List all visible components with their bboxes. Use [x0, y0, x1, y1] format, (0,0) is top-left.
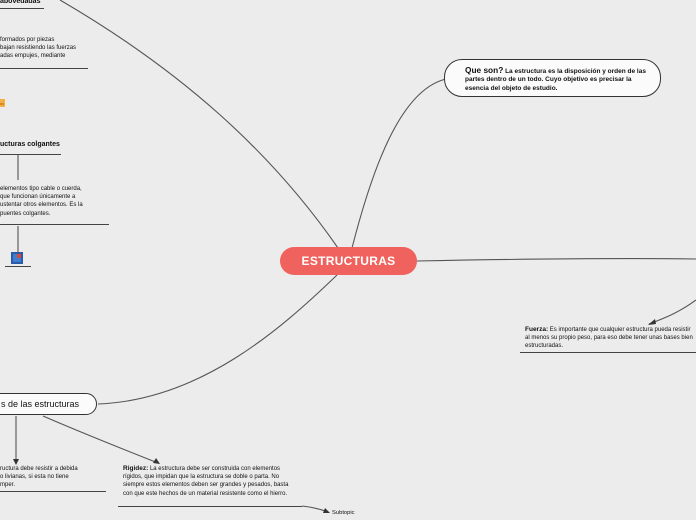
abovedadas-line: adas empujes, mediante [0, 53, 66, 60]
connector-right [416, 258, 696, 262]
colgantes-heading[interactable]: ucturas colgantes [0, 141, 60, 148]
connector-que-son [351, 78, 447, 249]
fuerza-text: Es importante que cualquier estructura p… [525, 327, 693, 350]
resistencia-underline [0, 491, 106, 492]
connector-caracteristicas [97, 274, 338, 405]
central-topic[interactable]: ESTRUCTURAS [280, 247, 417, 275]
abovedadas-text[interactable]: formados por piezas bajan resistiendo la… [0, 36, 95, 61]
fuerza-node[interactable]: Fuerza: Es importante que cualquier estr… [525, 326, 695, 351]
abovedadas-heading[interactable]: abovedadas [0, 0, 41, 5]
rigidez-lead: Rigidez: [123, 465, 149, 472]
caracteristicas-node[interactable]: s de las estructuras [0, 393, 97, 415]
abovedadas-line: formados por piezas [0, 37, 55, 43]
abovedadas-text-underline [0, 68, 88, 69]
caracteristicas-label: s de las estructuras [1, 399, 80, 409]
arrowhead-rigidez [153, 458, 160, 464]
bridge-image-underline [5, 266, 31, 267]
colgantes-line: que funcionan únicamente a [0, 194, 76, 201]
rigidez-node[interactable]: Rigidez: La estructura debe ser construi… [123, 465, 293, 498]
colgantes-line: ustentar otros elementos. Es la [0, 202, 83, 209]
colgantes-text-underline [0, 224, 109, 225]
connector-rigidez [42, 415, 159, 464]
colgantes-line: elementos tipo cable o cuerda, [0, 186, 82, 192]
que-son-node[interactable]: Que son? La estructura es la disposición… [444, 59, 661, 97]
arrowhead-fuerza [648, 319, 656, 325]
colgantes-line: puentes colgantes. [0, 210, 51, 217]
arrowhead-resistencia [13, 459, 19, 465]
bridge-image-icon[interactable] [11, 252, 23, 264]
rigidez-text: La estructura debe ser construida con el… [123, 466, 289, 497]
arrowhead-subtopic [323, 508, 330, 513]
arch-image-icon[interactable] [0, 97, 8, 109]
connector-fuerza [648, 299, 696, 325]
fuerza-lead: Fuerza: [525, 326, 549, 333]
resistencia-line: ructura debe resistir a debida [0, 466, 78, 472]
resistencia-line: o livianas, si esta no tiene [0, 474, 69, 481]
que-son-lead: Que son? [465, 65, 504, 75]
colgantes-text[interactable]: elementos tipo cable o cuerda, que funci… [0, 185, 108, 218]
resistencia-node[interactable]: ructura debe resistir a debida o liviana… [0, 465, 110, 490]
fuerza-underline [520, 352, 696, 353]
abovedadas-underline [0, 8, 44, 9]
resistencia-line: mper. [0, 482, 16, 489]
subtopic-node[interactable]: Subtopic [332, 510, 355, 516]
connector-upper-left [59, 0, 339, 249]
abovedadas-line: bajan resistiendo las fuerzas [0, 45, 77, 52]
colgantes-underline [0, 154, 61, 155]
rigidez-underline [118, 506, 302, 507]
que-son-text: La estructura es la disposición y orden … [465, 68, 646, 92]
